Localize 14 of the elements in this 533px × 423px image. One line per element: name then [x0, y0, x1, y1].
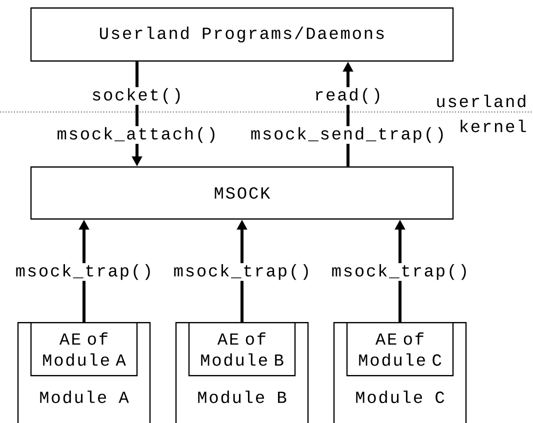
edge-label: msock_trap() [330, 263, 470, 281]
layer-label: kernel [460, 120, 526, 132]
edge-label: msock_trap() [172, 263, 312, 281]
call-label: msock_send_trap() [249, 126, 447, 144]
entity-box: AE of Module A [30, 322, 138, 376]
process-box: Userland Programs/Daemons [30, 7, 454, 62]
process-box: MSOCK [30, 166, 454, 220]
layer-label: userland [437, 94, 526, 108]
edge-label: msock_trap() [14, 263, 154, 281]
entity-box: AE of Module C [346, 322, 454, 376]
edge-label: socket() [90, 87, 184, 105]
edge-label: read() [313, 87, 383, 105]
entity-box: AE of Module B [188, 322, 296, 376]
call-label: msock_attach() [56, 126, 218, 144]
